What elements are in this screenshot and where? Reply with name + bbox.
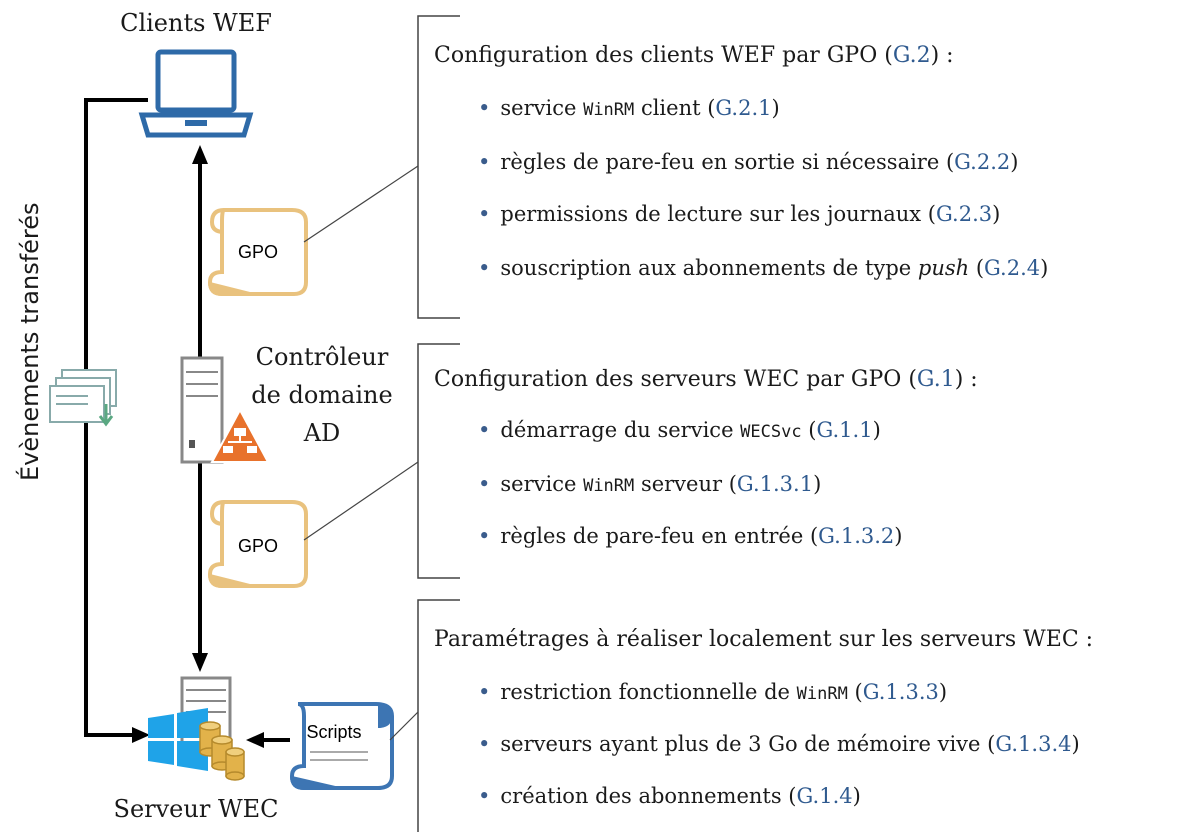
ref-link[interactable]: G.2.3 bbox=[936, 202, 993, 226]
leader-line-gpo1 bbox=[303, 165, 419, 243]
item-text: client ( bbox=[634, 96, 716, 120]
item-text: ( bbox=[969, 256, 985, 280]
item-text: ) bbox=[872, 418, 881, 442]
item-text: serveur ( bbox=[634, 472, 737, 496]
scripts-label: Scripts bbox=[306, 722, 361, 742]
item-code: WinRM bbox=[583, 100, 635, 120]
item-text: ) bbox=[1040, 256, 1049, 280]
item-text: permissions de lecture sur les journaux … bbox=[500, 202, 936, 226]
gpo-scroll-icon-2: GPO bbox=[207, 500, 308, 588]
section-title-end: ) : bbox=[930, 43, 954, 68]
list-item: •démarrage du service WECSvc (G.1.1) bbox=[478, 418, 881, 442]
item-text: ) bbox=[992, 202, 1001, 226]
event-mail-icon bbox=[49, 369, 117, 427]
serveur-wec-label: Serveur WEC bbox=[113, 795, 279, 823]
scripts-arrowhead bbox=[246, 732, 264, 748]
gpo-label-1: GPO bbox=[238, 242, 278, 262]
ref-link[interactable]: G.1.3.2 bbox=[818, 524, 895, 548]
item-code: WECSvc bbox=[740, 422, 802, 442]
section-title-end: ) : bbox=[954, 367, 978, 392]
item-text: démarrage du service bbox=[500, 418, 741, 442]
leader-line-scripts bbox=[389, 711, 419, 741]
dc-label-line2: de domaine bbox=[251, 381, 393, 409]
item-text: création des abonnements ( bbox=[500, 784, 797, 808]
bracket-local bbox=[417, 599, 460, 832]
ref-link[interactable]: G.2.4 bbox=[984, 256, 1041, 280]
dc-server-icon bbox=[180, 356, 224, 464]
item-text: souscription aux abonnements de type bbox=[500, 256, 918, 280]
list-item: •règles de pare-feu en entrée (G.1.3.2) bbox=[478, 524, 903, 548]
item-text: ) bbox=[1071, 732, 1080, 756]
list-item: •permissions de lecture sur les journaux… bbox=[478, 202, 1001, 226]
section-title-text: Configuration des clients WEF par GPO ( bbox=[434, 43, 893, 68]
item-text: ) bbox=[894, 524, 903, 548]
gpo-label-2: GPO bbox=[238, 536, 278, 556]
ref-link[interactable]: G.1 bbox=[916, 367, 955, 392]
scripts-scroll-icon: Scripts bbox=[289, 702, 394, 790]
events-arrowhead bbox=[132, 727, 150, 743]
bracket-servers bbox=[417, 343, 460, 579]
ref-link[interactable]: G.2.1 bbox=[715, 96, 772, 120]
list-item: •service WinRM client (G.2.1) bbox=[478, 96, 780, 120]
ref-link[interactable]: G.1.4 bbox=[796, 784, 853, 808]
section-clients-title: Configuration des clients WEF par GPO (G… bbox=[434, 42, 954, 70]
leader-line-gpo2 bbox=[303, 461, 419, 541]
section-servers-title: Configuration des serveurs WEC par GPO (… bbox=[434, 366, 978, 394]
laptop-icon bbox=[138, 49, 254, 138]
item-text: ) bbox=[771, 96, 780, 120]
item-text: serveurs ayant plus de 3 Go de mémoire v… bbox=[500, 732, 996, 756]
list-item: •souscription aux abonnements de type pu… bbox=[478, 256, 1049, 280]
clients-wef-label: Clients WEF bbox=[120, 9, 272, 37]
item-text: règles de pare-feu en entrée ( bbox=[500, 524, 819, 548]
item-text: ) bbox=[813, 472, 822, 496]
dc-label-line1: Contrôleur bbox=[255, 343, 389, 371]
dc-label-line3: AD bbox=[303, 419, 341, 447]
list-item: •règles de pare-feu en sortie si nécessa… bbox=[478, 150, 1019, 174]
item-text: ( bbox=[801, 418, 817, 442]
section-title-text: Configuration des serveurs WEC par GPO ( bbox=[434, 367, 917, 392]
item-text: service bbox=[500, 96, 584, 120]
ref-link[interactable]: G.1.3.3 bbox=[862, 680, 939, 704]
item-code: WinRM bbox=[583, 476, 635, 496]
item-text: ( bbox=[847, 680, 863, 704]
item-text: service bbox=[500, 472, 584, 496]
ref-link[interactable]: G.1.1 bbox=[816, 418, 873, 442]
item-text: ) bbox=[852, 784, 861, 808]
item-text: ) bbox=[1010, 150, 1019, 174]
list-item: •restriction fonctionnelle de WinRM (G.1… bbox=[478, 680, 948, 704]
database-icon bbox=[199, 721, 245, 781]
ref-link[interactable]: G.2.2 bbox=[954, 150, 1011, 174]
item-text: règles de pare-feu en sortie si nécessai… bbox=[500, 150, 955, 174]
events-transferred-label: Évènements transférés bbox=[16, 202, 44, 481]
ref-link[interactable]: G.1.3.1 bbox=[736, 472, 814, 496]
item-text: ) bbox=[938, 680, 948, 704]
gpo-scroll-icon-1: GPO bbox=[207, 208, 308, 296]
list-item: •création des abonnements (G.1.4) bbox=[478, 784, 861, 808]
item-emphasis: push bbox=[917, 256, 970, 280]
list-item: •serveurs ayant plus de 3 Go de mémoire … bbox=[478, 732, 1080, 756]
ref-link[interactable]: G.2 bbox=[892, 43, 931, 68]
list-item: •service WinRM serveur (G.1.3.1) bbox=[478, 472, 822, 496]
section-local-title: Paramétrages à réaliser localement sur l… bbox=[434, 627, 1094, 652]
bracket-clients bbox=[417, 15, 460, 319]
dc-to-clients-arrowhead bbox=[192, 145, 208, 164]
ad-network-triangle-icon bbox=[210, 407, 270, 463]
ref-link[interactable]: G.1.3.4 bbox=[995, 732, 1072, 756]
dc-to-server-arrowhead bbox=[192, 653, 208, 672]
item-text: restriction fonctionnelle de bbox=[500, 680, 797, 704]
item-code: WinRM bbox=[796, 684, 848, 704]
